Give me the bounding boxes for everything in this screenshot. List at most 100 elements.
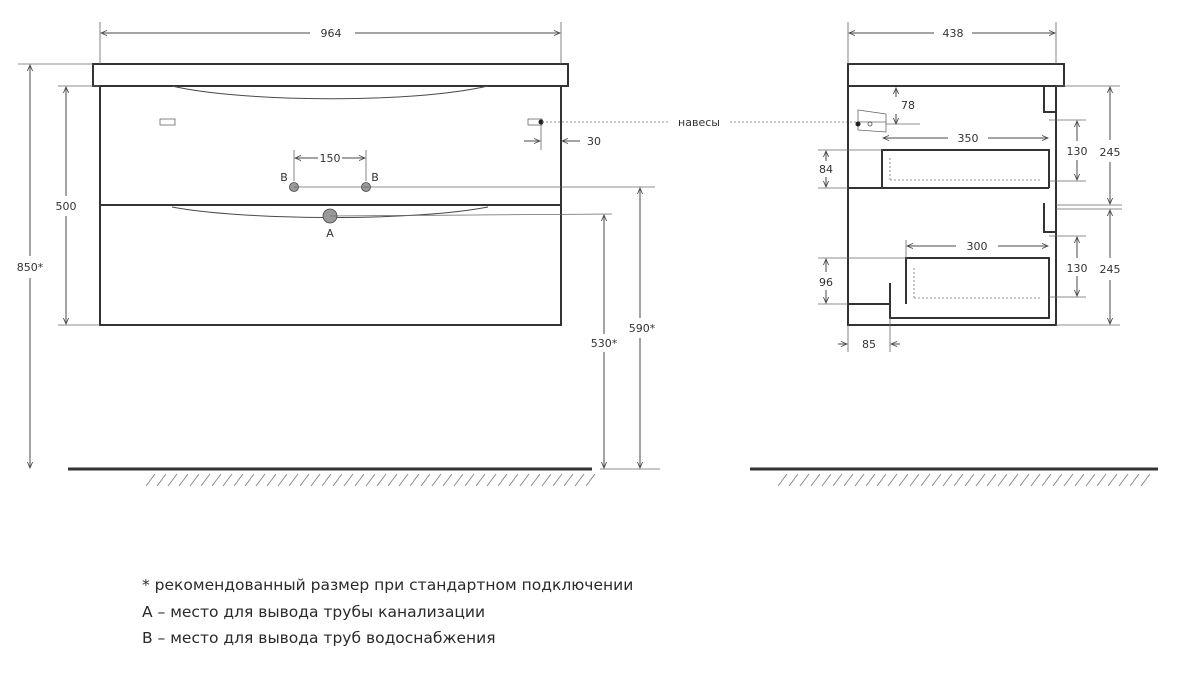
dim-body-height: 500 xyxy=(56,200,77,213)
dim-bottom-offset: 85 xyxy=(862,338,876,351)
hatch-stroke xyxy=(843,473,854,487)
hatch-stroke xyxy=(1129,473,1140,487)
hatch-stroke xyxy=(288,473,299,487)
hatch-stroke xyxy=(310,473,321,487)
hatch-stroke xyxy=(942,473,953,487)
hatch-stroke xyxy=(541,473,552,487)
hatch-stroke xyxy=(1118,473,1129,487)
dim-top-section: 245 xyxy=(1100,146,1121,159)
hatch-stroke xyxy=(1085,473,1096,487)
hatch-stroke xyxy=(167,473,178,487)
hatch-stroke xyxy=(211,473,222,487)
dim-bottom-drawer-height: 96 xyxy=(819,276,833,289)
hatch-stroke xyxy=(1063,473,1074,487)
hatch-stroke xyxy=(398,473,409,487)
hatch-stroke xyxy=(986,473,997,487)
hatch-stroke xyxy=(475,473,486,487)
hatch-stroke xyxy=(343,473,354,487)
front-view: 964 850* 500 150 30 590* 530* B xyxy=(17,22,860,487)
hanger-bracket xyxy=(855,109,887,133)
dim-width-front: 964 xyxy=(321,27,342,40)
hatch-stroke xyxy=(1008,473,1019,487)
hatch-stroke xyxy=(832,473,843,487)
hanger-point xyxy=(538,119,544,125)
dim-pipe-spacing: 150 xyxy=(320,152,341,165)
hatch-stroke xyxy=(332,473,343,487)
dim-hanger-offset: 30 xyxy=(587,135,601,148)
hatch-stroke xyxy=(321,473,332,487)
side-view: 438 78 350 84 130 245 300 xyxy=(750,22,1158,487)
countertop xyxy=(92,63,569,87)
hatch-stroke xyxy=(266,473,277,487)
hatch-stroke xyxy=(145,473,156,487)
hatch-stroke xyxy=(233,473,244,487)
hatch-stroke xyxy=(354,473,365,487)
dim-bottom-section: 245 xyxy=(1100,263,1121,276)
hatch-stroke xyxy=(887,473,898,487)
hatch-stroke xyxy=(854,473,865,487)
hatch-stroke xyxy=(200,473,211,487)
hatch-stroke xyxy=(178,473,189,487)
hatch-stroke xyxy=(821,473,832,487)
hatch-stroke xyxy=(975,473,986,487)
floor-hatch-side xyxy=(777,473,1151,487)
hatch-stroke xyxy=(898,473,909,487)
hatch-stroke xyxy=(1052,473,1063,487)
label-b-right: B xyxy=(371,171,379,184)
hatch-stroke xyxy=(530,473,541,487)
hatch-stroke xyxy=(1140,473,1151,487)
hatch-stroke xyxy=(156,473,167,487)
hatch-stroke xyxy=(997,473,1008,487)
notes: * рекомендованный размер при стандартном… xyxy=(142,572,633,652)
hanger-callout: навесы xyxy=(678,116,720,129)
hatch-stroke xyxy=(255,473,266,487)
hatch-stroke xyxy=(1096,473,1107,487)
hatch-stroke xyxy=(563,473,574,487)
label-b-left: B xyxy=(280,171,288,184)
dim-top-drawer-height: 84 xyxy=(819,163,833,176)
note-b: B – место для вывода труб водоснабжения xyxy=(142,629,496,647)
note-a: A – место для вывода трубы канализации xyxy=(142,602,486,621)
side-body xyxy=(847,86,1057,326)
dim-top-gap: 130 xyxy=(1067,145,1088,158)
hatch-stroke xyxy=(585,473,596,487)
hatch-stroke xyxy=(277,473,288,487)
hatch-stroke xyxy=(365,473,376,487)
hatch-stroke xyxy=(519,473,530,487)
hatch-stroke xyxy=(497,473,508,487)
dim-530: 530* xyxy=(591,337,618,350)
hatch-stroke xyxy=(865,473,876,487)
hatch-stroke xyxy=(964,473,975,487)
dim-bottom-gap: 130 xyxy=(1067,262,1088,275)
hatch-stroke xyxy=(299,473,310,487)
hatch-stroke xyxy=(552,473,563,487)
bottom-drawer xyxy=(905,257,1050,304)
hatch-stroke xyxy=(810,473,821,487)
hatch-stroke xyxy=(442,473,453,487)
hatch-stroke xyxy=(376,473,387,487)
hatch-stroke xyxy=(453,473,464,487)
hatch-stroke xyxy=(409,473,420,487)
dim-top-drawer-depth: 350 xyxy=(958,132,979,145)
hatch-stroke xyxy=(1107,473,1118,487)
hatch-stroke xyxy=(222,473,233,487)
label-a: A xyxy=(326,227,334,240)
top-drawer xyxy=(881,149,1050,188)
floor-hatch-front xyxy=(145,473,596,487)
hatch-stroke xyxy=(788,473,799,487)
side-countertop xyxy=(847,63,1065,87)
hatch-stroke xyxy=(931,473,942,487)
dim-depth: 438 xyxy=(943,27,964,40)
hatch-stroke xyxy=(1074,473,1085,487)
basin-curve-top xyxy=(171,85,489,100)
note-recommended: * рекомендованный размер при стандартном… xyxy=(142,576,634,594)
dim-590: 590* xyxy=(629,322,656,335)
hatch-stroke xyxy=(486,473,497,487)
hatch-stroke xyxy=(431,473,442,487)
hatch-stroke xyxy=(920,473,931,487)
hatch-stroke xyxy=(777,473,788,487)
dim-hanger-depth: 78 xyxy=(901,99,915,112)
hatch-stroke xyxy=(909,473,920,487)
hatch-stroke xyxy=(799,473,810,487)
